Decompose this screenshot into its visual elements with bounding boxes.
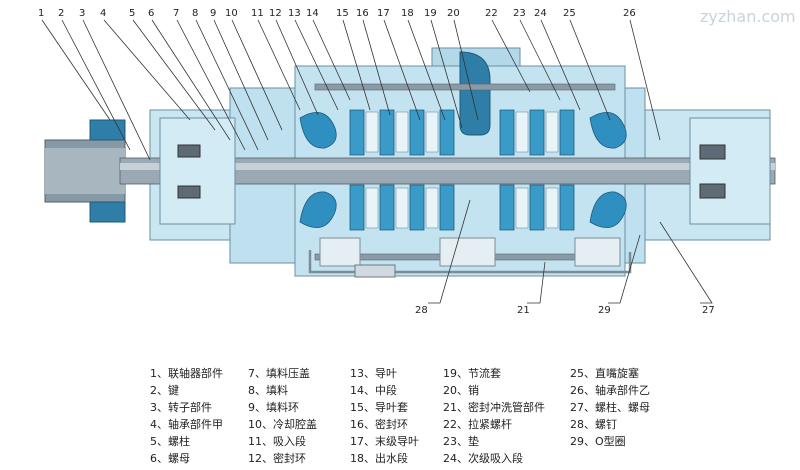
legend-item: 22、拉紧螺杆	[443, 418, 512, 431]
legend-item: 18、出水段	[350, 452, 408, 465]
callout-7: 7	[173, 8, 179, 19]
legend-item: 19、节流套	[443, 367, 501, 380]
legend-item: 8、填料	[248, 384, 288, 397]
callout-28: 28	[415, 305, 428, 316]
callout-24: 24	[534, 8, 547, 19]
legend-item: 15、导叶套	[350, 401, 408, 414]
legend-item: 12、密封环	[248, 452, 306, 465]
legend-item: 3、转子部件	[150, 401, 212, 414]
callout-numbers: 1 2 3 4 5 6 7 8 9 10 11 12 13 14 15 16 1…	[38, 8, 636, 19]
legend-item: 29、O型圈	[570, 435, 626, 448]
legend-item: 16、密封环	[350, 418, 408, 431]
legend-item: 7、填料压盖	[248, 367, 310, 380]
legend-item: 2、键	[150, 384, 179, 397]
callout-18: 18	[401, 8, 414, 19]
callout-25: 25	[563, 8, 576, 19]
legend-item: 5、螺柱	[150, 435, 190, 448]
callout-leaders	[41, 19, 661, 161]
legend-item: 24、次级吸入段	[443, 452, 523, 465]
legend-item: 28、螺钉	[570, 418, 617, 431]
legend-item: 21、密封冲洗管部件	[443, 401, 545, 414]
callout-17: 17	[377, 8, 390, 19]
legend-item: 1、联轴器部件	[150, 367, 223, 380]
pump-cross-section-diagram: zyzhan.com	[38, 7, 796, 316]
callout-13: 13	[288, 8, 301, 19]
bearing-assemblies	[89, 117, 771, 225]
callout-2: 2	[58, 8, 64, 19]
callout-5: 5	[129, 8, 135, 19]
callout-20: 20	[447, 8, 460, 19]
callout-8: 8	[192, 8, 198, 19]
callout-19: 19	[424, 8, 437, 19]
parts-legend: 1、联轴器部件 7、填料压盖 13、导叶 19、节流套 25、直嘴旋塞 2、键 …	[0, 330, 800, 470]
callout-15: 15	[336, 8, 349, 19]
callout-9: 9	[210, 8, 216, 19]
callout-29: 29	[598, 305, 611, 316]
callout-12: 12	[269, 8, 282, 19]
legend-item: 10、冷却腔盖	[248, 418, 317, 431]
legend-item: 9、填料环	[248, 401, 299, 414]
legend-item: 27、螺柱、螺母	[570, 401, 650, 414]
legend-item: 13、导叶	[350, 367, 397, 380]
legend-item: 26、轴承部件乙	[570, 384, 650, 397]
callout-23: 23	[513, 8, 526, 19]
callout-27: 27	[702, 305, 715, 316]
callout-16: 16	[356, 8, 369, 19]
bottom-callouts: 28 21 29 27	[415, 199, 715, 316]
callout-6: 6	[148, 8, 154, 19]
callout-22: 22	[485, 8, 498, 19]
legend-item: 20、销	[443, 384, 479, 397]
callout-11: 11	[251, 8, 264, 19]
callout-3: 3	[79, 8, 85, 19]
callout-21: 21	[517, 305, 530, 316]
legend-item: 14、中段	[350, 384, 397, 397]
callout-1: 1	[38, 8, 44, 19]
callout-4: 4	[100, 8, 106, 19]
legend-item: 25、直嘴旋塞	[570, 367, 639, 380]
callout-26: 26	[623, 8, 636, 19]
legend-item: 11、吸入段	[248, 435, 306, 448]
legend-item: 4、轴承部件甲	[150, 418, 223, 431]
legend-item: 6、螺母	[150, 452, 190, 465]
callout-14: 14	[306, 8, 319, 19]
watermark: zyzhan.com	[700, 7, 796, 26]
legend-item: 17、末级导叶	[350, 435, 419, 448]
legend-item: 23、垫	[443, 435, 479, 448]
callout-10: 10	[225, 8, 238, 19]
impeller-stages	[299, 109, 627, 231]
rotor-shaft	[44, 139, 776, 203]
